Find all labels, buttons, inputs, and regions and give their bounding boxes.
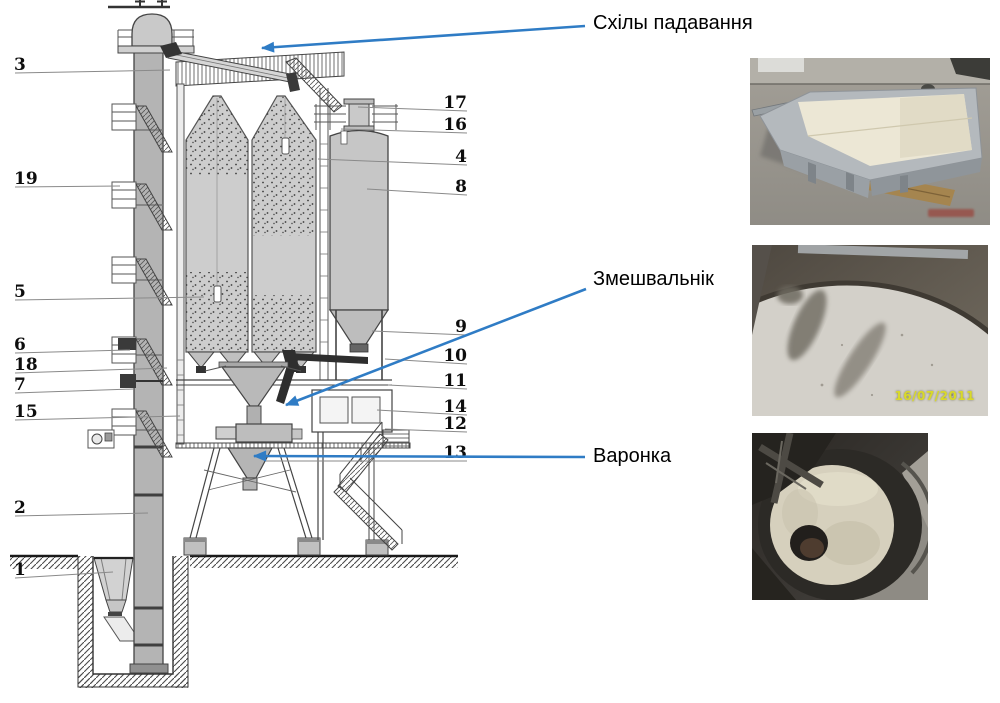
- mixer-interior-photo: 16/07/2011: [752, 245, 988, 416]
- funnel-arrow: [252, 450, 586, 462]
- callout-number-13: 13: [443, 443, 467, 463]
- callout-leader-10: [384, 358, 468, 365]
- feed-chute-photo: [750, 58, 990, 225]
- callout-number-6: 6: [14, 335, 26, 355]
- callout-number-5: 5: [14, 282, 26, 302]
- callout-number-12: 12: [443, 414, 467, 434]
- tower-platforms: [111, 103, 173, 458]
- callout-leader-18: [14, 367, 168, 374]
- mixer-label: Змешвальнік: [593, 268, 714, 290]
- callout-leader-1: [14, 571, 114, 579]
- feed-chutes-arrow: [260, 24, 586, 53]
- feed-chutes-label: Схілы падавання: [593, 12, 753, 34]
- pointer-arrows: [252, 24, 587, 462]
- callout-leader-2: [14, 512, 149, 517]
- callout-leader-16: [340, 128, 468, 134]
- funnel-label: Варонка: [593, 445, 672, 467]
- callout-leader-11: [387, 384, 468, 390]
- staircase: [333, 421, 410, 551]
- funnel-photo-art: [752, 433, 928, 600]
- ground-and-pit: [10, 554, 458, 688]
- callout-number-7: 7: [14, 375, 26, 395]
- callout-number-2: 2: [14, 498, 26, 518]
- callout-leader-8: [366, 188, 468, 196]
- photo-date-stamp: 16/07/2011: [894, 389, 975, 403]
- callout-number-10: 10: [443, 346, 467, 366]
- callout-leader-19: [14, 185, 121, 188]
- callout-number-9: 9: [455, 317, 467, 337]
- callout-number-11: 11: [443, 371, 467, 391]
- callout-leader-9: [371, 330, 468, 336]
- feed-chutes: [160, 42, 343, 113]
- callout-leader-15: [14, 415, 181, 421]
- support-structure: [183, 389, 410, 556]
- callout-number-15: 15: [14, 402, 38, 422]
- callout-leader-6: [14, 349, 131, 354]
- feed-chute-photo-art: [750, 58, 990, 225]
- callout-number-19: 19: [14, 169, 38, 189]
- mixer-interior-photo-art: [752, 245, 988, 416]
- callout-leader-4: [317, 158, 468, 166]
- aggregate-bins: [175, 51, 392, 445]
- callout-leader-17: [357, 106, 468, 112]
- callout-leader-3: [14, 69, 171, 74]
- callout-leader-7: [14, 388, 134, 394]
- callout-number-3: 3: [14, 55, 26, 75]
- callout-number-4: 4: [455, 147, 467, 167]
- photo-date-stamp-red: [928, 209, 974, 217]
- funnel-photo: [752, 433, 928, 600]
- callout-number-14: 14: [443, 397, 467, 417]
- callout-leader-5: [14, 296, 205, 301]
- mixer-arrow: [284, 287, 587, 407]
- callout-number-16: 16: [443, 115, 467, 135]
- callout-number-18: 18: [14, 355, 38, 375]
- callout-number-17: 17: [443, 93, 467, 113]
- cement-silo: [314, 98, 398, 380]
- callout-leader-12: [384, 428, 468, 433]
- callout-number-1: 1: [14, 560, 26, 580]
- callout-number-8: 8: [455, 177, 467, 197]
- bucket-elevator: [87, 0, 195, 674]
- callout-leader-14: [376, 409, 468, 416]
